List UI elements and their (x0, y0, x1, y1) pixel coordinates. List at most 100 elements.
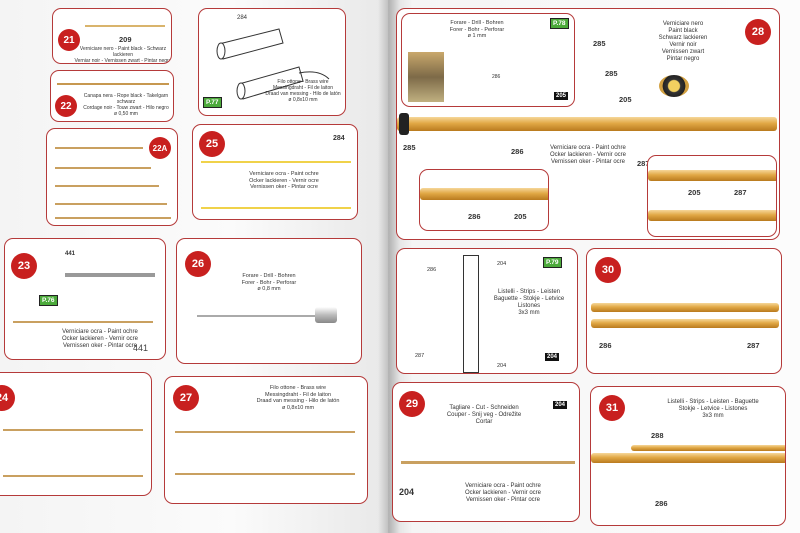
part-number: 287 (734, 188, 747, 197)
ladder-1 (55, 147, 143, 149)
rod-detail-bottom (648, 210, 776, 221)
step-number: 25 (199, 131, 225, 157)
step-number: 29 (399, 391, 425, 417)
instruction-text: Verniciare nero - Paint black - Schwarz … (74, 46, 172, 64)
rod-bottom (591, 319, 779, 328)
instruction-text: Filo ottone - Brass wire Messingdraht - … (256, 385, 340, 411)
workshop-photo (408, 52, 444, 102)
step-24-panel: 24 (0, 372, 152, 496)
rod-top (591, 303, 779, 312)
part-number: 286 (511, 147, 524, 156)
part-number: 205 (514, 212, 527, 221)
part-number: 286 (427, 267, 437, 273)
rod-black-end (399, 113, 409, 135)
instruction-text: Verniciare ocra - Paint ochre Ocker lack… (61, 329, 139, 349)
page-reference-badge: P.78 (550, 18, 569, 29)
part-number: 284 (237, 15, 248, 21)
ochre-strip (13, 321, 153, 323)
part-number: 205 (619, 95, 632, 104)
cut-text: Tagliare - Cut - Schneiden Couper - Snij… (446, 405, 522, 425)
instruction-text: Listelli - Strips - Leisten - Baguette S… (667, 399, 759, 419)
part-number: 204 (399, 487, 415, 497)
part-number: 209 (119, 35, 132, 44)
part-number: 286 (599, 341, 612, 350)
step-number: 22A (149, 137, 171, 159)
step-21-panel: 21 209 Verniciare nero - Paint black - S… (52, 8, 172, 64)
ladder-2 (55, 167, 151, 169)
step-number: 26 (185, 251, 211, 277)
step-number: 22 (55, 95, 77, 117)
part-number: 287 (747, 341, 760, 350)
step-number: 31 (599, 395, 625, 421)
paint-ochre-text: Verniciare ocra - Paint ochre Ocker lack… (549, 145, 627, 165)
paint-ochre-text: Verniciare ocra - Paint ochre Ocker lack… (464, 483, 542, 503)
ochre-strip (3, 429, 143, 431)
part-number: 286 (655, 499, 668, 508)
part-number: 286 (492, 74, 501, 80)
step-number: 24 (0, 385, 15, 411)
rod-detail (420, 188, 548, 200)
ladder-3 (55, 185, 159, 187)
step-27-panel: 27 Filo ottone - Brass wire Messingdraht… (164, 376, 368, 504)
tool-code-badge: 204 (545, 353, 560, 361)
part-strip (85, 25, 165, 27)
step-number: 23 (11, 253, 37, 279)
ochre-strip-2 (175, 473, 355, 475)
part-number: 285 (605, 69, 618, 78)
detail-inset-left: 286 205 (419, 169, 549, 231)
tool-code-badge: 204 (553, 401, 568, 409)
yellow-wire-2 (201, 207, 351, 209)
step-25-panel: 25 284 Verniciare ocra - Paint ochre Ock… (192, 124, 358, 220)
ochre-strip (175, 431, 355, 433)
tube-sketch (216, 28, 330, 100)
part-number: 288 (651, 431, 664, 440)
drill-text: Forare - Drill - Bohren Forer - Bohr - P… (449, 20, 505, 39)
step-26-panel: 26 Forare - Drill - Bohren Forer - Bohr … (176, 238, 362, 364)
step-29-panel: 29 204 Tagliare - Cut - Schneiden Couper… (392, 382, 580, 522)
drill-chuck (315, 307, 337, 323)
page-reference-badge: P.79 (543, 257, 562, 268)
rod-top (591, 453, 785, 463)
part-number: 287 (415, 353, 425, 359)
fork-part (65, 273, 155, 277)
mast-clamp-photo (659, 75, 689, 97)
paint-black-text: Verniciare nero Paint black Schwarz lack… (658, 21, 708, 62)
step-28-panel: Forare - Drill - Bohren Forer - Bohr - P… (396, 8, 780, 240)
part-number: 441 (65, 251, 76, 257)
detail-inset-right: 205 287 (647, 155, 777, 237)
step-number: 28 (745, 19, 771, 45)
part-number: 287 (637, 159, 650, 168)
instruction-text: Forare - Drill - Bohren Forer - Bohr - P… (241, 273, 297, 292)
yellow-wire (201, 161, 351, 163)
instruction-text: Canapa nera - Rope black - Takelgarn sch… (83, 93, 169, 117)
instruction-text: Verniciare ocra - Paint ochre Ocker lack… (249, 171, 319, 190)
part-number: 285 (403, 143, 416, 152)
part-number: 204 (497, 363, 507, 369)
ladder-5 (55, 217, 171, 219)
step-31-panel: 31 Listelli - Strips - Leisten - Baguett… (590, 386, 786, 526)
main-yellow-rod (397, 117, 777, 131)
brass-wire-panel: 284 P.77 Filo ottone - Brass wire Messin… (198, 8, 346, 116)
instruction-text: Filo ottone - Brass wire Messingdraht - … (265, 79, 341, 103)
page-reference-badge: P.77 (203, 97, 222, 108)
page-reference-badge: P.76 (39, 295, 58, 306)
rod-detail-top (648, 170, 776, 181)
instruction-text: Listelli - Strips - Leisten Baguette - S… (493, 289, 565, 316)
mast-strips-panel: P.79 286 204 Listelli - Strips - Leisten… (396, 248, 578, 374)
step-number: 21 (58, 29, 80, 51)
ochre-strip (401, 461, 575, 464)
rod-bottom (631, 445, 785, 451)
mast-sketch (463, 255, 479, 373)
step-22a-panel: 22A (46, 128, 178, 226)
drill-bit (197, 315, 317, 317)
part-number: 441 (133, 343, 149, 353)
step-30-panel: 30 286 287 (586, 248, 782, 374)
ochre-strip-2 (3, 475, 143, 477)
step-23-panel: 23 441 P.76 Verniciare ocra - Paint ochr… (4, 238, 166, 360)
ladder-4 (55, 203, 167, 205)
step-number: 27 (173, 385, 199, 411)
step-number: 30 (595, 257, 621, 283)
part-number: 286 (468, 212, 481, 221)
part-number: 284 (333, 135, 345, 142)
